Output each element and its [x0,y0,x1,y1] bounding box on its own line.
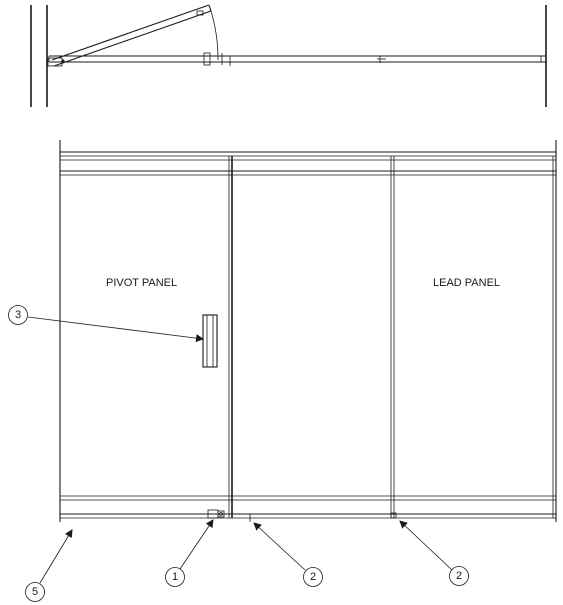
callout-2b-bubble [449,566,469,586]
plan-view [30,4,547,107]
track-mark-2 [390,512,397,519]
callout-2b-leader [399,520,453,571]
plan-closed-panel-track [48,55,547,63]
pivot-panel-label: PIVOT PANEL [106,277,177,289]
callout-3-number: 3 [15,309,21,321]
bottom-rails [60,495,556,519]
callout-2a-leader [253,522,306,571]
callout-1-leader [179,519,214,570]
plan-swing-arc [209,7,219,61]
callout-5-bubble [25,582,45,602]
header-track [60,151,556,176]
callouts: 3 5 1 2 2 [8,305,469,602]
plan-swung-pivot-panel [47,4,212,67]
callout-1-bubble [165,567,185,587]
callout-3-bubble [8,305,28,325]
lead-panel-label: LEAD PANEL [433,277,500,289]
callout-2b-number: 2 [456,570,462,582]
callout-1-number: 1 [172,571,178,583]
callout-5-number: 5 [32,586,38,598]
elevation-view: PIVOT PANEL LEAD PANEL [59,140,557,522]
callout-5-leader [39,529,73,584]
plan-pivot-bracket [203,52,211,66]
callout-2a-number: 2 [310,571,316,583]
callout-2a-bubble [303,567,323,587]
callout-3-leader [27,316,204,343]
pull-handle [202,314,218,368]
bottom-pivot-hardware [207,509,225,519]
